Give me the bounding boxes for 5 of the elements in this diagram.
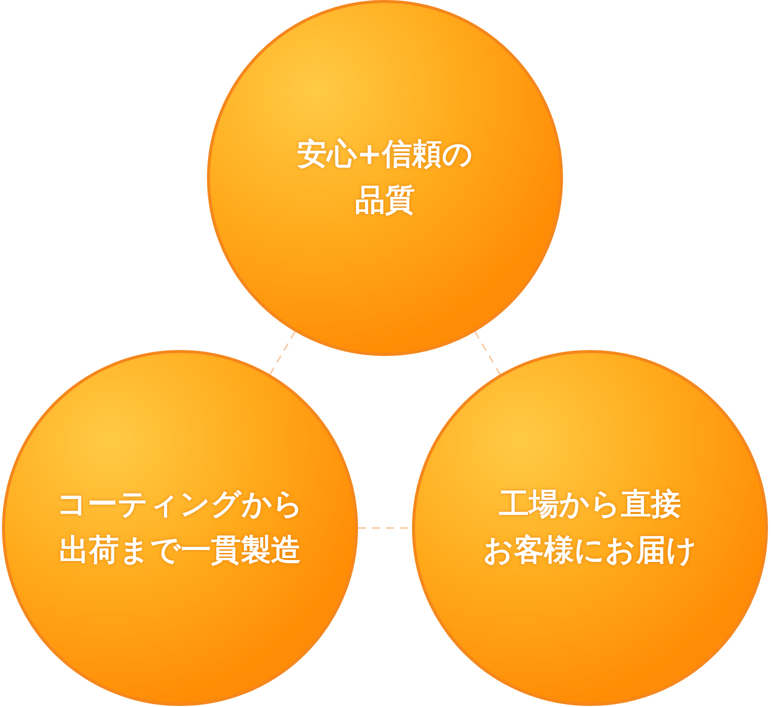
circle-label: 安心+信頼の品質 [296,136,474,220]
circle-label: 工場から直接お客様にお届け [483,486,697,570]
connector-line [269,331,296,375]
circle-label: コーティングから出荷まで一貫製造 [56,486,304,570]
connector-line [474,331,501,375]
